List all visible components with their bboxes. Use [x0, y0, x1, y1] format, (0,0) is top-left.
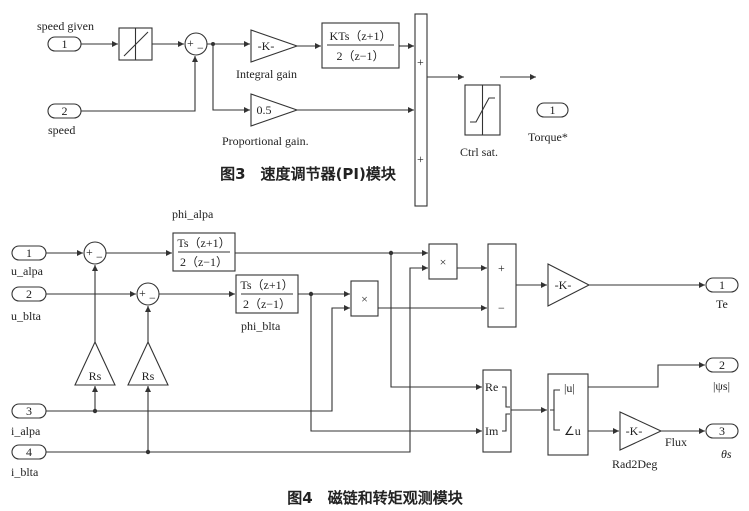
add-block[interactable]: + +: [414, 13, 428, 207]
port-number: 1: [26, 246, 32, 260]
sum-sign: +: [86, 245, 93, 259]
outport-label: |ψs|: [713, 379, 730, 393]
port-label: Im: [485, 424, 499, 438]
port-number: 2: [719, 358, 725, 372]
gain-value: 0.5: [257, 103, 272, 117]
gain-value: -K-: [626, 424, 643, 438]
port-number: 4: [26, 445, 32, 459]
rs-gain-blta-block[interactable]: Rs: [127, 340, 169, 386]
sum-alpa-block[interactable]: + −: [83, 241, 107, 265]
inport-label: i_blta: [11, 465, 39, 479]
sum-sign: −: [96, 250, 103, 264]
sum-sign: +: [187, 36, 194, 50]
tf-denominator: 2（z−1）: [336, 49, 384, 63]
figure-4-caption: 图4 磁链和转矩观测模块: [287, 489, 463, 507]
gain-value: Rs: [89, 369, 102, 383]
port-number: 3: [719, 424, 725, 438]
inport-label: i_alpa: [11, 424, 41, 438]
inport-label: speed: [48, 123, 75, 137]
saturation-block[interactable]: [464, 84, 501, 136]
outport-te[interactable]: 1: [705, 277, 739, 293]
inport-u-blta[interactable]: 2: [11, 286, 47, 302]
outport-label: Te: [716, 297, 728, 311]
tf-numerator: KTs（z+1）: [330, 29, 392, 43]
tf-denominator: 2（z−1）: [243, 297, 291, 311]
subtract-block[interactable]: + −: [487, 243, 517, 328]
torque-gain-block[interactable]: -K-: [547, 263, 591, 307]
gain-value: Rs: [142, 369, 155, 383]
port-number: 2: [26, 287, 32, 301]
sum-sign: −: [197, 41, 204, 55]
port-number: 1: [719, 278, 725, 292]
product-1-block[interactable]: ×: [428, 243, 458, 280]
port-label: ∠u: [564, 424, 581, 438]
tf-phi-alpa-block[interactable]: Ts（z+1） 2（z−1）: [172, 232, 236, 272]
block-label: Rad2Deg: [612, 457, 657, 471]
lookup-block[interactable]: [118, 27, 153, 61]
inport-label: u_blta: [11, 309, 42, 323]
rad2deg-gain-block[interactable]: -K-: [619, 411, 663, 451]
real-imag-to-complex-block[interactable]: Re Im: [482, 369, 512, 453]
port-label: |u|: [564, 381, 575, 395]
gain-value: -K-: [258, 39, 275, 53]
block-label: Integral gain: [236, 67, 297, 81]
block-label: Ctrl sat.: [460, 145, 498, 159]
signal-lines: [81, 41, 536, 113]
inport-i-alpa[interactable]: 3: [11, 403, 47, 419]
inport-label: u_alpa: [11, 264, 44, 278]
sum-sign: +: [498, 261, 505, 275]
inport-speed[interactable]: 2: [47, 103, 82, 119]
port-label: Re: [485, 380, 498, 394]
rs-gain-alpa-block[interactable]: Rs: [74, 340, 116, 386]
outport-label: θs: [721, 447, 732, 461]
inport-label: speed given: [37, 19, 94, 33]
outport-flux-magnitude[interactable]: 2: [705, 357, 739, 373]
inport-u-alpa[interactable]: 1: [11, 245, 47, 261]
outport-torque[interactable]: 1: [536, 102, 569, 118]
integral-gain-block[interactable]: -K-: [250, 29, 299, 63]
sum-sign: −: [498, 301, 505, 315]
proportional-gain-block[interactable]: 0.5: [250, 93, 299, 127]
sum-sign: +: [139, 286, 146, 300]
product-sign: ×: [361, 292, 368, 306]
complex-to-magnitude-angle-block[interactable]: |u| ∠u: [547, 373, 589, 456]
add-sign: +: [417, 152, 424, 166]
outport-label: Torque*: [528, 130, 568, 144]
figure-3-caption: 图3 速度调节器(PI)模块: [220, 165, 397, 183]
tf-numerator: Ts（z+1）: [240, 278, 293, 292]
signal-lines: [46, 250, 705, 455]
block-label: phi_alpa: [172, 207, 214, 221]
figure-3-pi-speed-controller: 1 speed given 2 speed + − -K- Integral g…: [37, 13, 569, 207]
gain-value: -K-: [555, 278, 572, 292]
product-2-block[interactable]: ×: [350, 280, 379, 317]
discrete-integrator-block[interactable]: KTs（z+1） 2（z−1）: [321, 22, 400, 69]
inport-speed-given[interactable]: 1: [47, 36, 82, 52]
port-number: 1: [62, 37, 68, 51]
sum-blta-block[interactable]: + −: [136, 282, 160, 306]
figure-4-flux-torque-observer: 1 u_alpa 2 u_blta 3 i_alpa 4 i_blta + − …: [11, 207, 739, 479]
sum-sign: −: [149, 291, 156, 305]
tf-phi-blta-block[interactable]: Ts（z+1） 2（z−1）: [235, 274, 299, 314]
inport-i-blta[interactable]: 4: [11, 444, 47, 460]
port-number: 1: [550, 103, 556, 117]
sum-block[interactable]: + −: [184, 32, 208, 56]
port-number: 2: [62, 104, 68, 118]
product-sign: ×: [440, 255, 447, 269]
tf-numerator: Ts（z+1）: [177, 236, 230, 250]
tf-denominator: 2（z−1）: [180, 255, 228, 269]
block-label: Proportional gain.: [222, 134, 309, 148]
outport-flux-angle[interactable]: 3: [705, 423, 739, 439]
add-sign: +: [417, 55, 424, 69]
block-label: phi_blta: [241, 319, 281, 333]
port-number: 3: [26, 404, 32, 418]
signal-label: Flux: [665, 435, 687, 449]
